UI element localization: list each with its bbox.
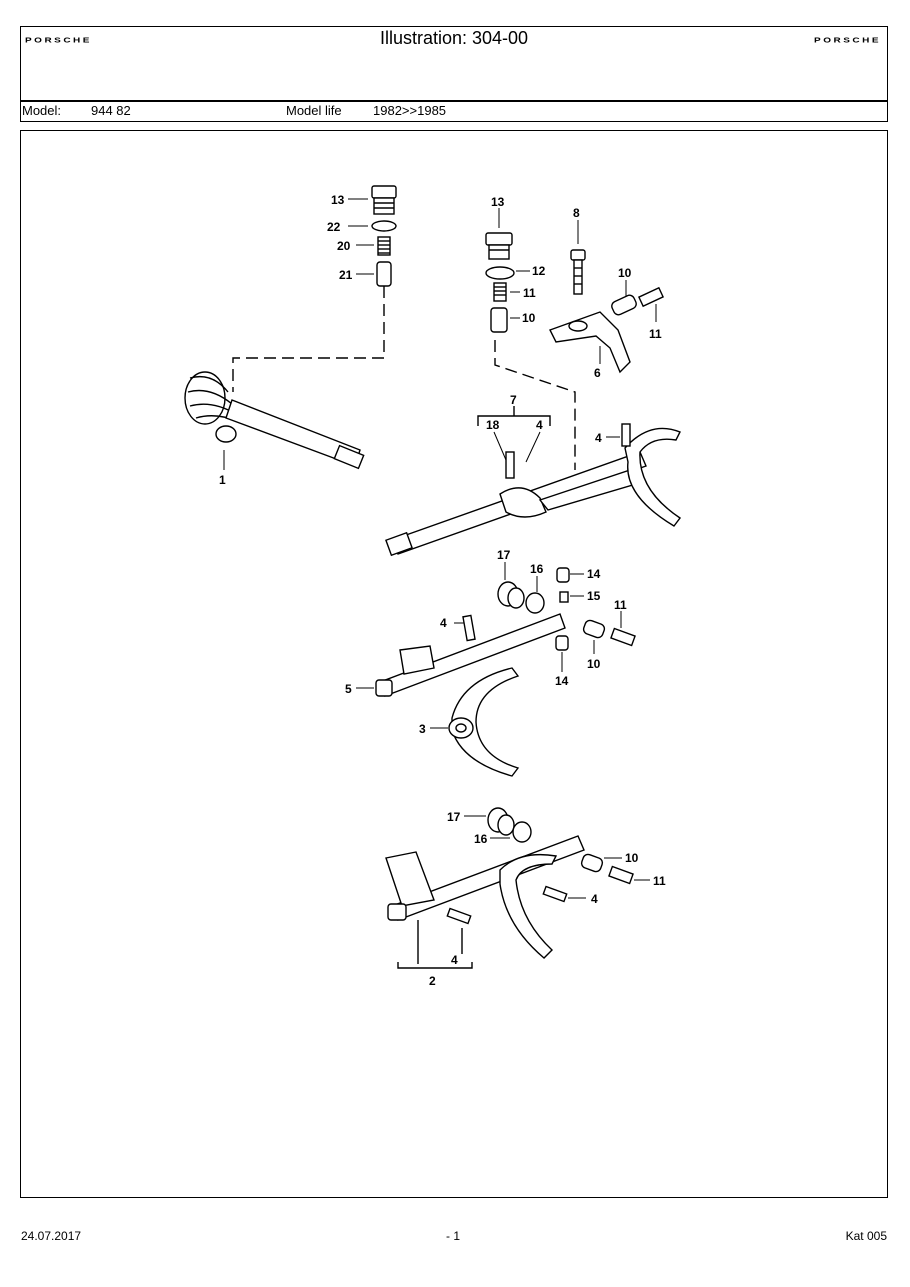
bracket-2-label-bar <box>397 920 473 969</box>
bolt-8 <box>570 249 586 295</box>
detent-21 <box>376 261 392 287</box>
seal-16-middle <box>525 592 545 614</box>
callout: 10 <box>625 851 639 865</box>
shift-rod-5 <box>375 613 566 697</box>
callout: 11 <box>523 286 536 300</box>
plug-13-left <box>371 185 397 215</box>
pin-10-upper <box>611 294 637 316</box>
callout: 4 <box>451 953 458 967</box>
roll-pin-18 <box>505 451 515 479</box>
header-divider <box>21 100 887 102</box>
callout: 12 <box>532 264 546 278</box>
pin-10-bottom <box>580 853 604 873</box>
callout: 15 <box>587 589 601 603</box>
page-title: Illustration: 304-00 <box>379 28 529 48</box>
seal-16-bottom <box>512 821 532 843</box>
callout: 4 <box>536 418 543 432</box>
spring-20 <box>377 236 391 256</box>
callout: 14 <box>555 674 569 688</box>
leader-lines <box>223 198 657 899</box>
callout: 5 <box>345 682 352 696</box>
callout: 11 <box>653 874 666 888</box>
callout: 4 <box>595 431 602 445</box>
callout: 2 <box>429 974 436 988</box>
callout: 17 <box>447 810 461 824</box>
washer-12 <box>485 266 515 280</box>
callout: 3 <box>419 722 426 736</box>
pin-14-upper <box>556 567 570 583</box>
callout: 16 <box>474 832 488 846</box>
callout: 10 <box>618 266 632 280</box>
model-value: 944 82 <box>91 103 131 118</box>
callout: 13 <box>331 193 345 207</box>
pin-15 <box>559 591 569 603</box>
callout: 8 <box>573 206 580 220</box>
pin-14-lower <box>555 635 569 651</box>
footer-date: 24.07.2017 <box>21 1229 82 1243</box>
assembly-dashed-lines <box>232 286 576 470</box>
porsche-logo-left: PORSCHE <box>25 37 92 45</box>
bushing-17-middle <box>497 581 525 609</box>
callout: 7 <box>510 393 517 407</box>
spring-11-upper <box>637 286 665 308</box>
bracket-7-label-bar <box>477 406 551 426</box>
callout: 14 <box>587 567 601 581</box>
callout: 4 <box>591 892 598 906</box>
roll-pin-4-bottom-right <box>542 885 568 903</box>
callout: 4 <box>440 616 447 630</box>
roll-pin-4-upper <box>621 423 631 447</box>
callout: 21 <box>339 268 353 282</box>
callout-labels: 13 22 20 21 1 13 12 11 10 8 10 11 6 7 18… <box>219 193 666 988</box>
detent-10-center <box>490 307 508 333</box>
spring-11-middle <box>610 627 636 647</box>
spring-11-bottom <box>608 865 634 885</box>
footer-catalog: Kat 005 <box>845 1229 887 1243</box>
porsche-logo-right: PORSCHE <box>814 37 881 45</box>
model-life-value: 1982>>1985 <box>373 103 447 118</box>
shift-rod-2 <box>385 835 585 959</box>
header-box: PORSCHE Illustration: 304-00 PORSCHE Mod… <box>20 26 888 122</box>
model-life-label: Model life <box>286 103 342 118</box>
bushing-17-bottom <box>487 807 515 836</box>
callout: 1 <box>219 473 226 487</box>
callout: 6 <box>594 366 601 380</box>
callout: 11 <box>614 598 627 612</box>
roll-pin-4-middle <box>462 614 476 642</box>
shift-rod-7 <box>385 427 682 557</box>
callout: 13 <box>491 195 505 209</box>
washer-22 <box>371 220 397 232</box>
plug-13-center <box>485 232 513 260</box>
callout: 22 <box>327 220 341 234</box>
callout: 16 <box>530 562 544 576</box>
selector-shaft-1 <box>184 371 365 470</box>
callout: 20 <box>337 239 351 253</box>
callout: 10 <box>522 311 536 325</box>
callout: 17 <box>497 548 511 562</box>
callout: 11 <box>649 327 662 341</box>
bracket-6 <box>549 311 631 374</box>
spring-11-center <box>493 282 507 302</box>
callout: 10 <box>587 657 601 671</box>
illustration-frame <box>20 130 888 1198</box>
model-label: Model: <box>22 103 62 118</box>
roll-pin-4-bottom-left <box>446 907 472 925</box>
footer-page-number: - 1 <box>446 1229 461 1243</box>
callout: 18 <box>486 418 500 432</box>
pin-10-middle <box>582 619 606 639</box>
shift-fork-3 <box>448 667 520 777</box>
